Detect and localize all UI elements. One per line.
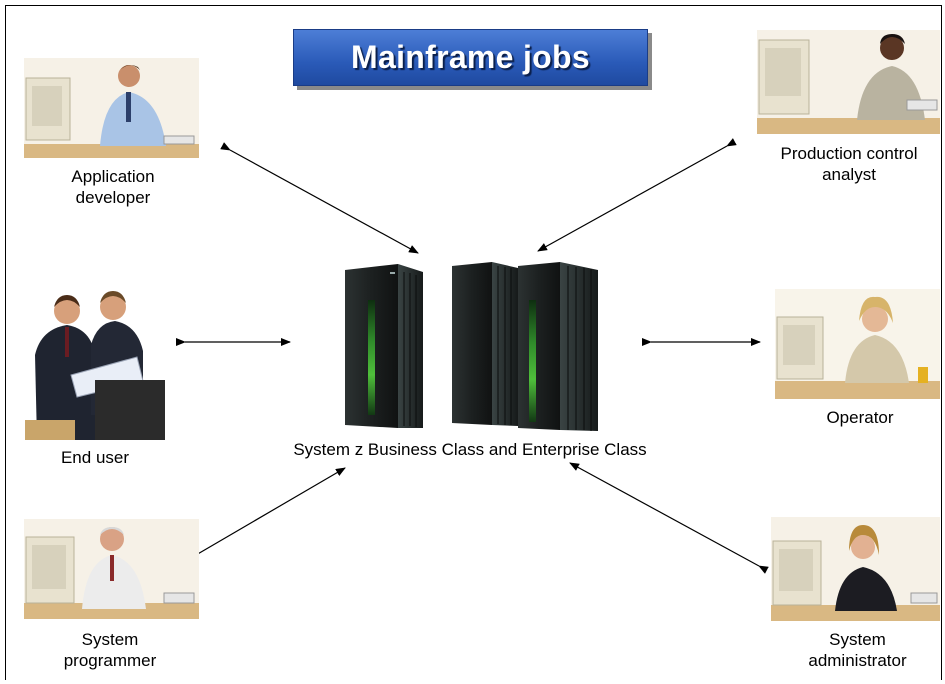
monitor-icon (776, 316, 824, 380)
page-title: Mainframe jobs (351, 39, 590, 75)
center-caption: System z Business Class and Enterprise C… (293, 440, 647, 459)
role-operator: Operator (826, 408, 894, 427)
person-icon (100, 65, 166, 146)
arrow-system-administrator (569, 462, 769, 574)
monitor-icon (25, 536, 75, 604)
app-developer-photo (24, 58, 199, 158)
end-user-photo (25, 285, 165, 440)
person-icon (845, 296, 909, 383)
arrow-production-control (537, 138, 737, 252)
arrow-app-developer (220, 142, 419, 254)
system-programmer-photo (24, 519, 199, 619)
person-icon (35, 295, 95, 440)
person-icon (835, 525, 897, 611)
arrow-system-programmer (162, 467, 346, 577)
monitor-icon (772, 540, 822, 606)
diagram-frame (5, 5, 942, 680)
business-class-server (345, 264, 423, 428)
system-administrator-photo (771, 517, 940, 621)
monitor-icon (25, 77, 71, 141)
production-control-photo (757, 30, 940, 134)
title-banner: Mainframe jobs (293, 29, 648, 86)
enterprise-class-server (452, 262, 598, 431)
person-icon (82, 527, 146, 609)
monitor-icon (758, 39, 810, 115)
role-end-user: End user (60, 448, 130, 467)
operator-photo (775, 289, 940, 399)
